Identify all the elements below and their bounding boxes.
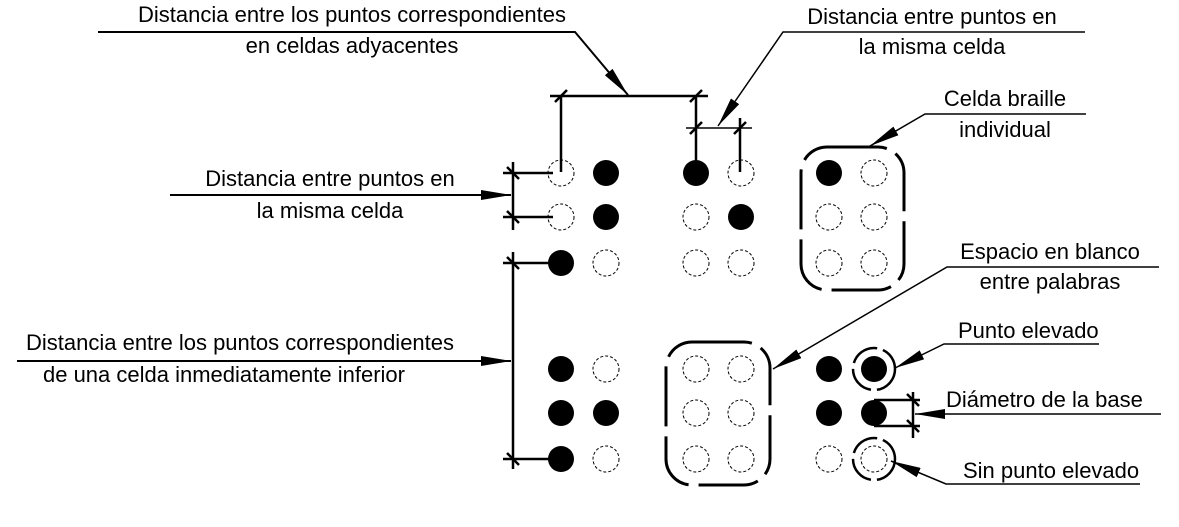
cell-top-1 bbox=[547, 159, 620, 277]
leader-lines bbox=[17, 31, 1161, 485]
label-adjacent-cells-line1: Distancia entre los puntos correspondien… bbox=[138, 2, 566, 27]
no-raised-dot-ring bbox=[851, 436, 897, 482]
empty-dot bbox=[727, 355, 755, 383]
label-same-cell-top-line2: la misma celda bbox=[859, 34, 1006, 59]
raised-dot bbox=[548, 400, 574, 426]
label-blank-space-line1: Espacio en blanco bbox=[960, 239, 1140, 264]
label-single-cell-line2: individual bbox=[959, 117, 1051, 142]
raised-dot bbox=[861, 356, 887, 382]
cell-bottom-1 bbox=[548, 355, 620, 473]
cell-top-2 bbox=[682, 159, 755, 277]
cell-individual bbox=[815, 159, 888, 277]
empty-dot bbox=[727, 399, 755, 427]
raised-dot bbox=[728, 204, 754, 230]
empty-dot bbox=[860, 203, 888, 231]
raised-dot bbox=[593, 160, 619, 186]
cell-blank-space bbox=[682, 355, 755, 473]
raised-dot bbox=[593, 204, 619, 230]
blank-space-outline bbox=[664, 340, 772, 487]
label-lower-cell-line2: de una celda inmediatamente inferior bbox=[43, 362, 405, 387]
label-base-diameter: Diámetro de la base bbox=[946, 387, 1143, 412]
raised-dot bbox=[593, 400, 619, 426]
label-same-cell-left-line1: Distancia entre puntos en bbox=[205, 166, 455, 191]
raised-dot-ring bbox=[851, 346, 897, 392]
empty-dot bbox=[682, 445, 710, 473]
label-blank-space-line2: entre palabras bbox=[980, 269, 1121, 294]
label-adjacent-cells-line2: en celdas adyacentes bbox=[246, 33, 459, 58]
empty-dot bbox=[815, 249, 843, 277]
raised-dot bbox=[816, 160, 842, 186]
raised-dot bbox=[816, 400, 842, 426]
empty-dot bbox=[592, 249, 620, 277]
raised-dot bbox=[548, 356, 574, 382]
empty-dot bbox=[682, 203, 710, 231]
empty-dot bbox=[727, 445, 755, 473]
empty-dot bbox=[727, 249, 755, 277]
raised-dot bbox=[816, 356, 842, 382]
raised-dot bbox=[861, 400, 887, 426]
empty-dot bbox=[592, 445, 620, 473]
empty-dot bbox=[682, 355, 710, 383]
label-lower-cell-line1: Distancia entre los puntos correspondien… bbox=[26, 330, 454, 355]
empty-dot bbox=[815, 445, 843, 473]
raised-dot bbox=[548, 446, 574, 472]
cell-bottom-3 bbox=[815, 356, 888, 473]
empty-dot bbox=[592, 355, 620, 383]
individual-cell-outline bbox=[799, 145, 906, 292]
label-raised-dot: Punto elevado bbox=[958, 318, 1099, 343]
dot-groups bbox=[547, 159, 888, 473]
empty-dot bbox=[682, 399, 710, 427]
empty-dot bbox=[815, 203, 843, 231]
dimension-lines bbox=[503, 89, 920, 469]
empty-dot bbox=[682, 249, 710, 277]
empty-dot bbox=[860, 249, 888, 277]
label-same-cell-top-line1: Distancia entre puntos en bbox=[807, 4, 1057, 29]
label-single-cell-line1: Celda braille bbox=[944, 86, 1066, 111]
label-same-cell-left-line2: la misma celda bbox=[257, 198, 404, 223]
label-no-raised-dot: Sin punto elevado bbox=[963, 458, 1139, 483]
raised-dot bbox=[683, 160, 709, 186]
empty-dot bbox=[860, 445, 888, 473]
empty-dot bbox=[860, 159, 888, 187]
raised-dot bbox=[548, 250, 574, 276]
